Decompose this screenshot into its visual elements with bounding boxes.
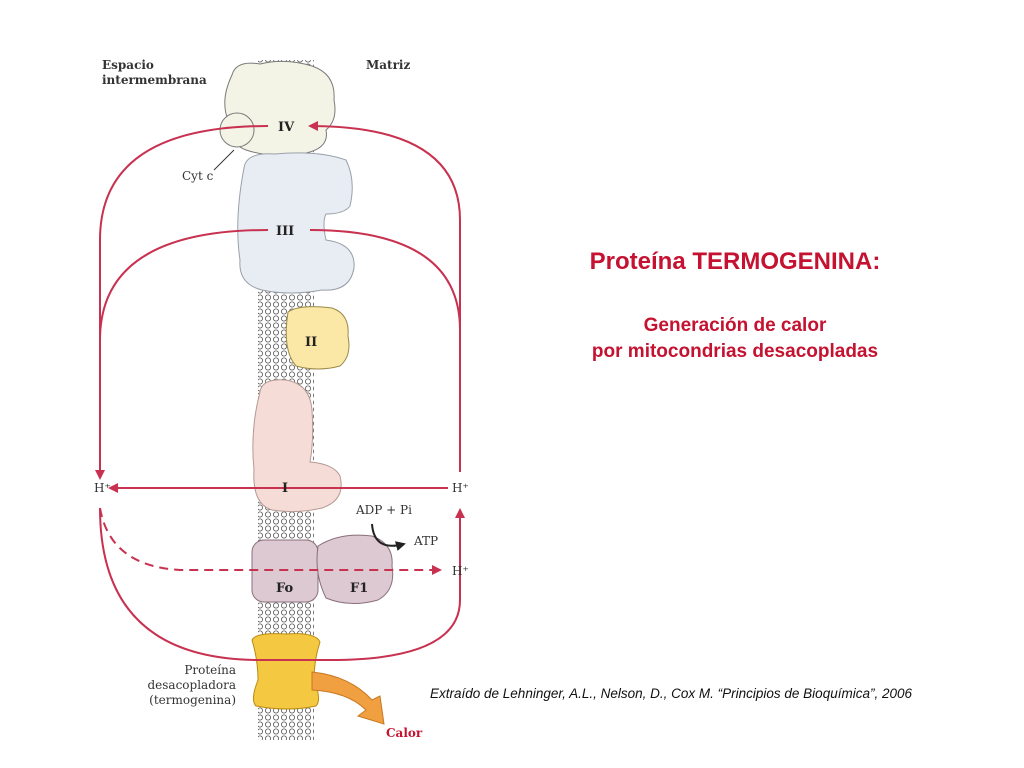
label-uncoupler-2: desacopladora [147,678,236,692]
label-intermembrane-2: intermembrana [102,73,207,87]
cytochrome-c-shape [219,112,255,148]
complex-iii [237,152,355,294]
proton-arc-iv-left [95,125,269,480]
label-complex-iii: III [276,224,294,239]
label-h-right-lower: H⁺ [452,564,469,578]
label-heat: Calor [386,726,423,740]
thermogenin-protein [251,633,321,710]
complex-ii [285,306,350,370]
label-h-left: H⁺ [94,481,111,495]
subtitle-line-2: por mitocondrias desacopladas [591,341,879,362]
atp-synthesis-arrow [371,523,406,551]
label-uncoupler-1: Proteína [184,663,236,677]
proton-return-dashed [99,507,442,575]
subtitle-line-1: Generación de calor [643,315,827,336]
complex-i [252,379,342,513]
label-uncoupler-3: (termogenina) [149,693,236,707]
label-intermembrane-1: Espacio [102,58,154,72]
proton-arc-iii-right [309,229,461,420]
label-adp-pi: ADP + Pi [355,503,412,517]
label-complex-i: I [282,481,288,496]
page-title: Proteína TERMOGENINA: [589,248,881,275]
label-atp: ATP [413,534,438,548]
proton-arc-iii-left [99,229,269,341]
proton-uncoupled-loop [99,507,465,661]
page-subtitle: Generación de calor por mitocondrias des… [520,313,950,365]
label-complex-ii: II [305,335,317,350]
label-f1: F1 [350,581,368,596]
label-fo: Fo [276,581,294,596]
cyt-c-leader-line [213,149,235,171]
source-citation: Extraído de Lehninger, A.L., Nelson, D.,… [430,686,912,701]
heat-arrow-icon [311,671,385,725]
label-h-right-upper: H⁺ [452,481,469,495]
label-complex-iv: IV [278,120,295,135]
proton-arc-iv-right [308,121,461,472]
label-matrix: Matriz [366,58,410,72]
label-cyt-c: Cyt c [182,169,214,183]
